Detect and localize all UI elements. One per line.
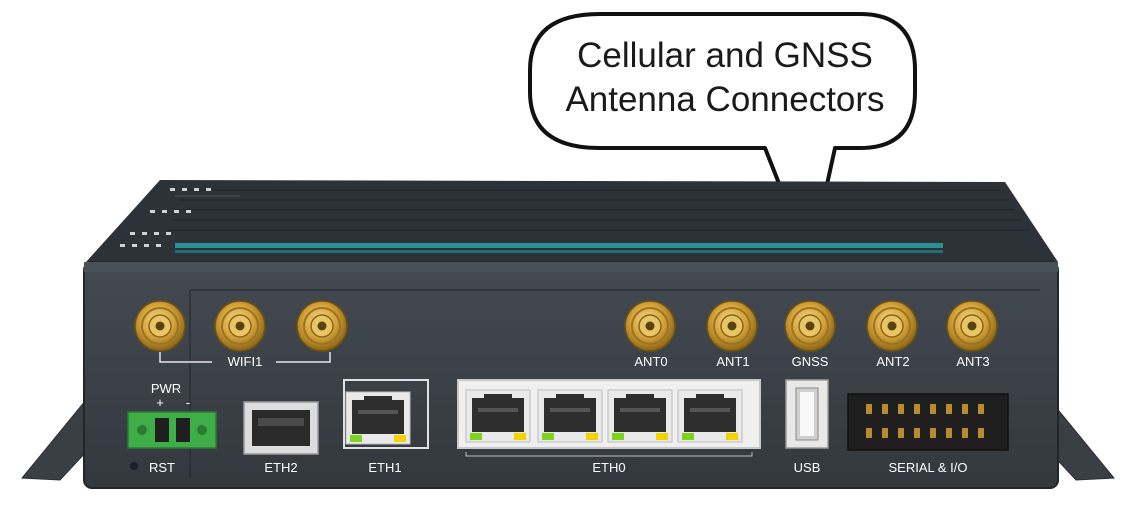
serial-io-label: SERIAL & I/O	[888, 460, 968, 475]
eth0-label: ETH0	[592, 460, 626, 475]
rst-label: RST	[149, 460, 175, 475]
usb-label: USB	[793, 460, 821, 475]
ant2-connector	[866, 300, 918, 352]
gnss-connector	[784, 300, 836, 352]
power-terminal	[127, 411, 217, 449]
eth0-port-2	[537, 389, 603, 443]
ant3-connector	[946, 300, 998, 352]
wifi1-label: WIFI1	[227, 354, 263, 369]
ant1-label: ANT1	[716, 354, 750, 369]
ant1-connector	[706, 300, 758, 352]
eth0-port-4	[677, 389, 743, 443]
eth2-label: ETH2	[264, 460, 298, 475]
wifi-antenna-connector-3	[296, 300, 348, 352]
eth1-port	[345, 391, 411, 445]
ant2-label: ANT2	[876, 354, 910, 369]
pwr-plus-label: +	[156, 395, 164, 410]
chassis-front	[83, 261, 1059, 489]
ant0-connector	[624, 300, 676, 352]
left-mount-bracket	[20, 398, 87, 481]
ant0-label: ANT0	[634, 354, 668, 369]
wifi-antenna-connector-1	[134, 300, 186, 352]
serial-io-connector	[847, 393, 1009, 451]
eth1-label: ETH1	[368, 460, 402, 475]
wifi-bracket	[159, 352, 331, 363]
pwr-minus-label: -	[185, 395, 191, 410]
heatsink-fins	[168, 189, 1029, 231]
callout-line-2: Antenna Connectors	[565, 80, 885, 119]
status-leds	[120, 188, 211, 247]
callout-line-1: Cellular and GNSS	[577, 36, 873, 75]
eth2-sfp-port	[243, 401, 319, 455]
ant3-label: ANT3	[956, 354, 990, 369]
gnss-label: GNSS	[791, 354, 829, 369]
wifi-antenna-connector-2	[214, 300, 266, 352]
usb-port	[785, 379, 829, 449]
callout-text: Cellular and GNSS Antenna Connectors	[530, 34, 920, 122]
eth0-port-3	[607, 389, 673, 443]
eth0-port-1	[465, 389, 531, 443]
reset-button	[130, 462, 138, 470]
teal-stripe	[175, 243, 943, 248]
right-mount-bracket	[1049, 398, 1116, 481]
pwr-label: PWR	[150, 381, 182, 396]
